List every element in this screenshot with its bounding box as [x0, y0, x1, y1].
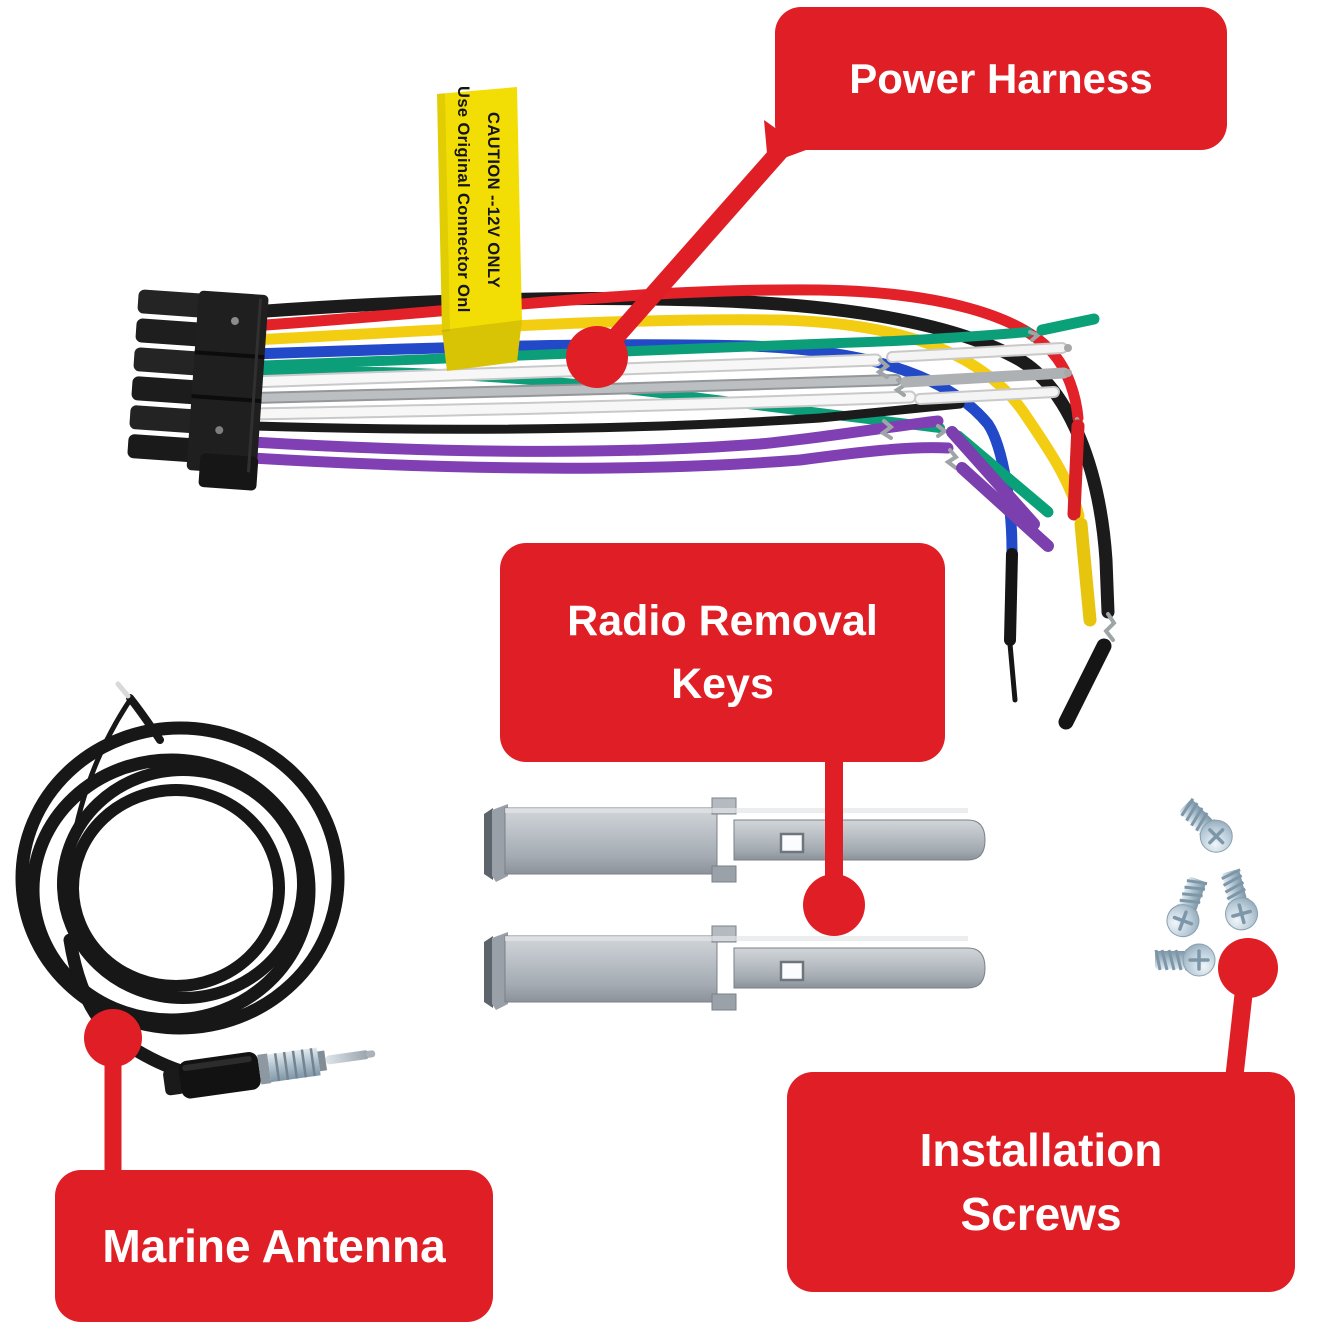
wire-purple-2 [246, 442, 954, 474]
wire-tips [886, 313, 1112, 730]
power-harness-wires [245, 284, 1117, 730]
wire-green [247, 327, 1033, 371]
callout-marine-antenna: Marine Antenna [55, 1170, 493, 1322]
marine-antenna-cable [15, 681, 345, 1081]
callout-connectors [84, 120, 1278, 1178]
power-callout-line [592, 136, 795, 362]
power-harness-label: Power Harness [849, 54, 1153, 102]
antenna-callout-dot [84, 1009, 142, 1067]
marine-antenna-label: Marine Antenna [102, 1220, 446, 1272]
caution-label [437, 87, 522, 371]
radio-removal-keys-label-line1: Radio Removal [567, 597, 878, 646]
caution-label-fold [442, 320, 522, 371]
callout-installation-screws: Installation Screws [787, 1072, 1295, 1292]
removal-key-2 [482, 924, 987, 1012]
radio-removal-keys-label-line2: Keys [671, 659, 774, 708]
antenna-plug [163, 1047, 376, 1099]
caution-label-text: CAUTION --12V ONLY Use Original Connecto… [448, 86, 508, 336]
screws-callout-dot [1218, 938, 1278, 998]
caution-line-1: CAUTION --12V ONLY [484, 112, 502, 289]
removal-key-1 [482, 796, 987, 884]
power-callout-dot [566, 326, 628, 388]
keys-callout-dot [803, 874, 865, 936]
harness-connector [127, 289, 269, 491]
callout-power-harness: Power Harness [775, 7, 1227, 150]
callout-radio-removal-keys: Radio Removal Keys [500, 543, 945, 762]
antenna-cable-stripped-tip [115, 681, 131, 699]
wire-black-2 [247, 399, 965, 434]
installation-screws-label-line1: Installation [919, 1123, 1163, 1176]
wire-purple [246, 415, 944, 457]
caution-line-2: Use Original Connector Onl [454, 86, 472, 313]
installation-screws-label-line2: Screws [960, 1188, 1122, 1240]
